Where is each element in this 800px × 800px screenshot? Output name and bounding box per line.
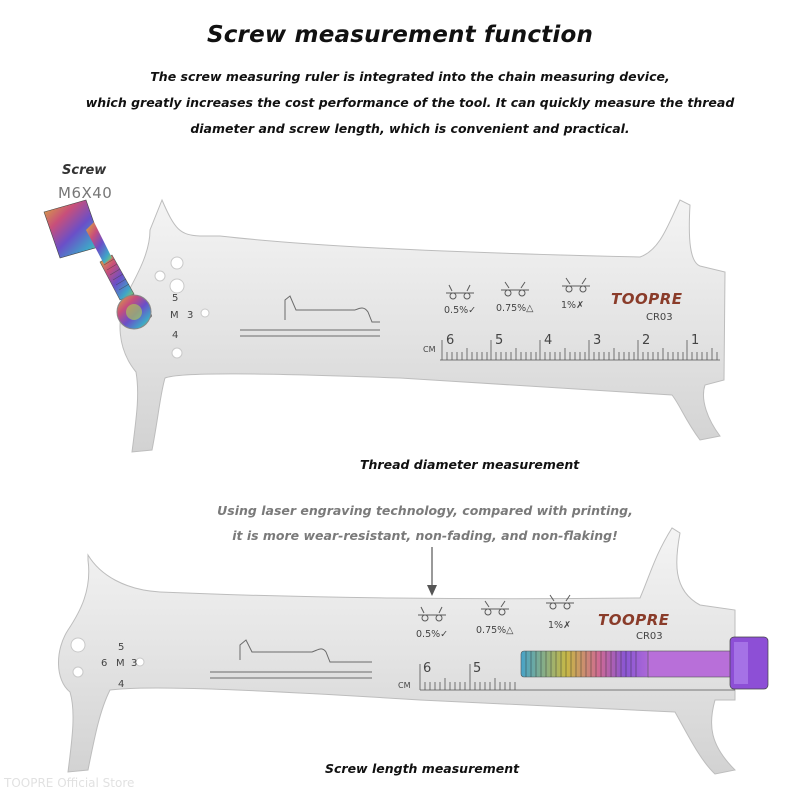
gauge-hole [200, 308, 210, 318]
ruler-unit: CM [423, 345, 436, 354]
wear-icon-05 [446, 284, 474, 300]
wear-label-05: 0.5%✓ [444, 305, 476, 316]
chain-engraving [210, 639, 372, 679]
wear-label-075: 0.75%△ [476, 625, 514, 636]
laser-note-line-2: it is more wear-resistant, non-fading, a… [232, 528, 618, 543]
gauge-hole [170, 256, 184, 270]
ruler-unit: CM [398, 681, 411, 690]
ruler-number-2: 2 [642, 333, 650, 348]
model-label: CR03 [646, 312, 673, 323]
chain-engraving [240, 295, 380, 337]
wear-icon-1 [546, 594, 574, 610]
gauge-hole [169, 278, 185, 294]
ruler-number-4: 4 [544, 333, 552, 348]
wear-label-075: 0.75%△ [496, 303, 534, 314]
arrow-down-icon [427, 547, 437, 596]
thread-gauge-left: 6 [101, 658, 107, 669]
gauge-hole [72, 666, 84, 678]
thread-gauge-center: M [116, 658, 125, 669]
tool-body-bottom [58, 527, 737, 775]
wear-icons [446, 277, 590, 300]
gauge-hole [171, 347, 183, 359]
wear-label-1: 1%✗ [548, 620, 571, 631]
intro-text: The screw measuring ruler is integrated … [80, 64, 740, 142]
ruler-number-6: 6 [446, 333, 454, 348]
wear-label-1: 1%✗ [561, 300, 584, 311]
store-watermark: TOOPRE Official Store [4, 776, 135, 790]
page-title: Screw measurement function [206, 22, 594, 48]
gauge-hole [154, 270, 166, 282]
wear-icon-1 [562, 277, 590, 293]
wear-icon-075 [481, 600, 509, 616]
brand-logo: TOOPRE [598, 611, 670, 629]
gauge-hole [70, 637, 86, 653]
screw-label: Screw [62, 163, 107, 178]
thread-gauge-bottom: 4 [172, 330, 178, 341]
caption-screw-length: Screw length measurement [325, 761, 520, 776]
screw-top [43, 199, 152, 330]
tool-body-top [119, 198, 726, 453]
brand-logo: TOOPRE [611, 290, 683, 308]
screw-size-label: M6X40 [58, 184, 113, 202]
laser-engraving-note: Using laser engraving technology, compar… [190, 498, 660, 548]
intro-line-1: The screw measuring ruler is integrated … [150, 69, 670, 84]
wear-icon-05 [418, 606, 446, 622]
intro-line-3: diameter and screw length, which is conv… [190, 121, 630, 136]
ruler-number-6: 6 [423, 661, 431, 676]
wear-icon-075 [501, 281, 529, 297]
ruler-number-3: 3 [593, 333, 601, 348]
intro-line-2: which greatly increases the cost perform… [85, 95, 735, 110]
ruler-ticks-bottom [419, 664, 735, 691]
thread-gauge-center: M [170, 310, 179, 321]
thread-gauge-right: 3 [131, 658, 137, 669]
thread-gauge-bottom: 4 [118, 679, 124, 690]
ruler-number-5: 5 [473, 661, 481, 676]
laser-note-line-1: Using laser engraving technology, compar… [217, 503, 633, 518]
screw-bottom [520, 636, 769, 690]
ruler-number-5: 5 [495, 333, 503, 348]
gauge-hole [135, 657, 145, 667]
caption-thread-diameter: Thread diameter measurement [360, 457, 580, 472]
ruler-ticks-top [440, 340, 720, 361]
model-label: CR03 [636, 631, 663, 642]
ruler-number-1: 1 [691, 333, 699, 348]
thread-gauge-top: 5 [118, 642, 124, 653]
thread-gauge-right: 3 [187, 310, 193, 321]
wear-icons [418, 594, 574, 622]
thread-gauge-top: 5 [172, 293, 178, 304]
wear-label-05: 0.5%✓ [416, 629, 448, 640]
